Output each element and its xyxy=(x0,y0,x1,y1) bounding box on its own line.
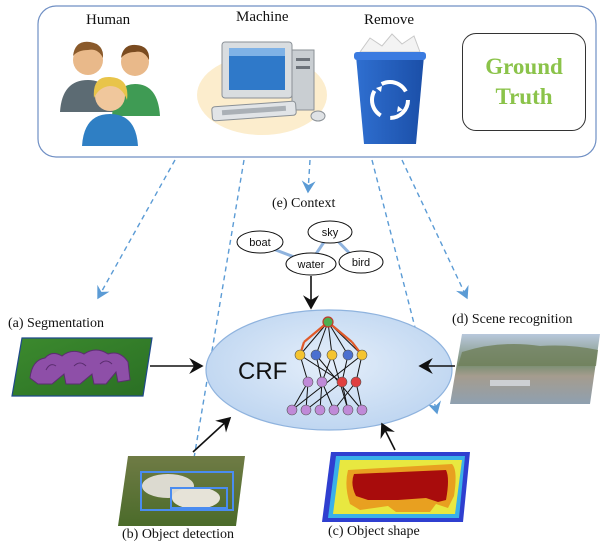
computer-icon xyxy=(197,41,327,135)
context-node-boat xyxy=(236,230,284,254)
human-label: Human xyxy=(86,12,131,28)
context-label-bird: bird xyxy=(352,257,370,269)
context-graph: boat sky water bird xyxy=(236,220,384,276)
object-shape-heatmap xyxy=(322,452,470,522)
context-label-sky: sky xyxy=(322,227,339,239)
context-node-bird xyxy=(338,250,384,274)
remove-label: Remove xyxy=(364,12,414,28)
ground-truth-line2: Truth xyxy=(495,84,553,109)
crf-input-arrows xyxy=(150,276,455,453)
ground-truth-box: Ground Truth xyxy=(462,33,586,131)
people-icon xyxy=(60,41,160,146)
ground-truth-line1: Ground xyxy=(485,54,563,79)
segmentation-image xyxy=(11,337,153,397)
object-detection-image xyxy=(118,456,245,526)
recycle-bin-icon xyxy=(354,33,426,144)
object-shape-label: (c) Object shape xyxy=(328,524,420,539)
context-label-boat: boat xyxy=(249,237,270,249)
machine-label: Machine xyxy=(236,9,289,25)
context-label-water: water xyxy=(297,259,325,271)
object-detection-label: (b) Object detection xyxy=(122,527,234,542)
scene-recognition-label: (d) Scene recognition xyxy=(452,312,573,327)
context-title: (e) Context xyxy=(272,196,336,211)
context-node-sky xyxy=(307,220,353,244)
crf-label: CRF xyxy=(238,358,288,385)
segmentation-label: (a) Segmentation xyxy=(8,316,105,331)
crf-graph xyxy=(286,316,368,416)
context-node-water xyxy=(285,252,337,276)
scene-recognition-image xyxy=(450,334,600,404)
